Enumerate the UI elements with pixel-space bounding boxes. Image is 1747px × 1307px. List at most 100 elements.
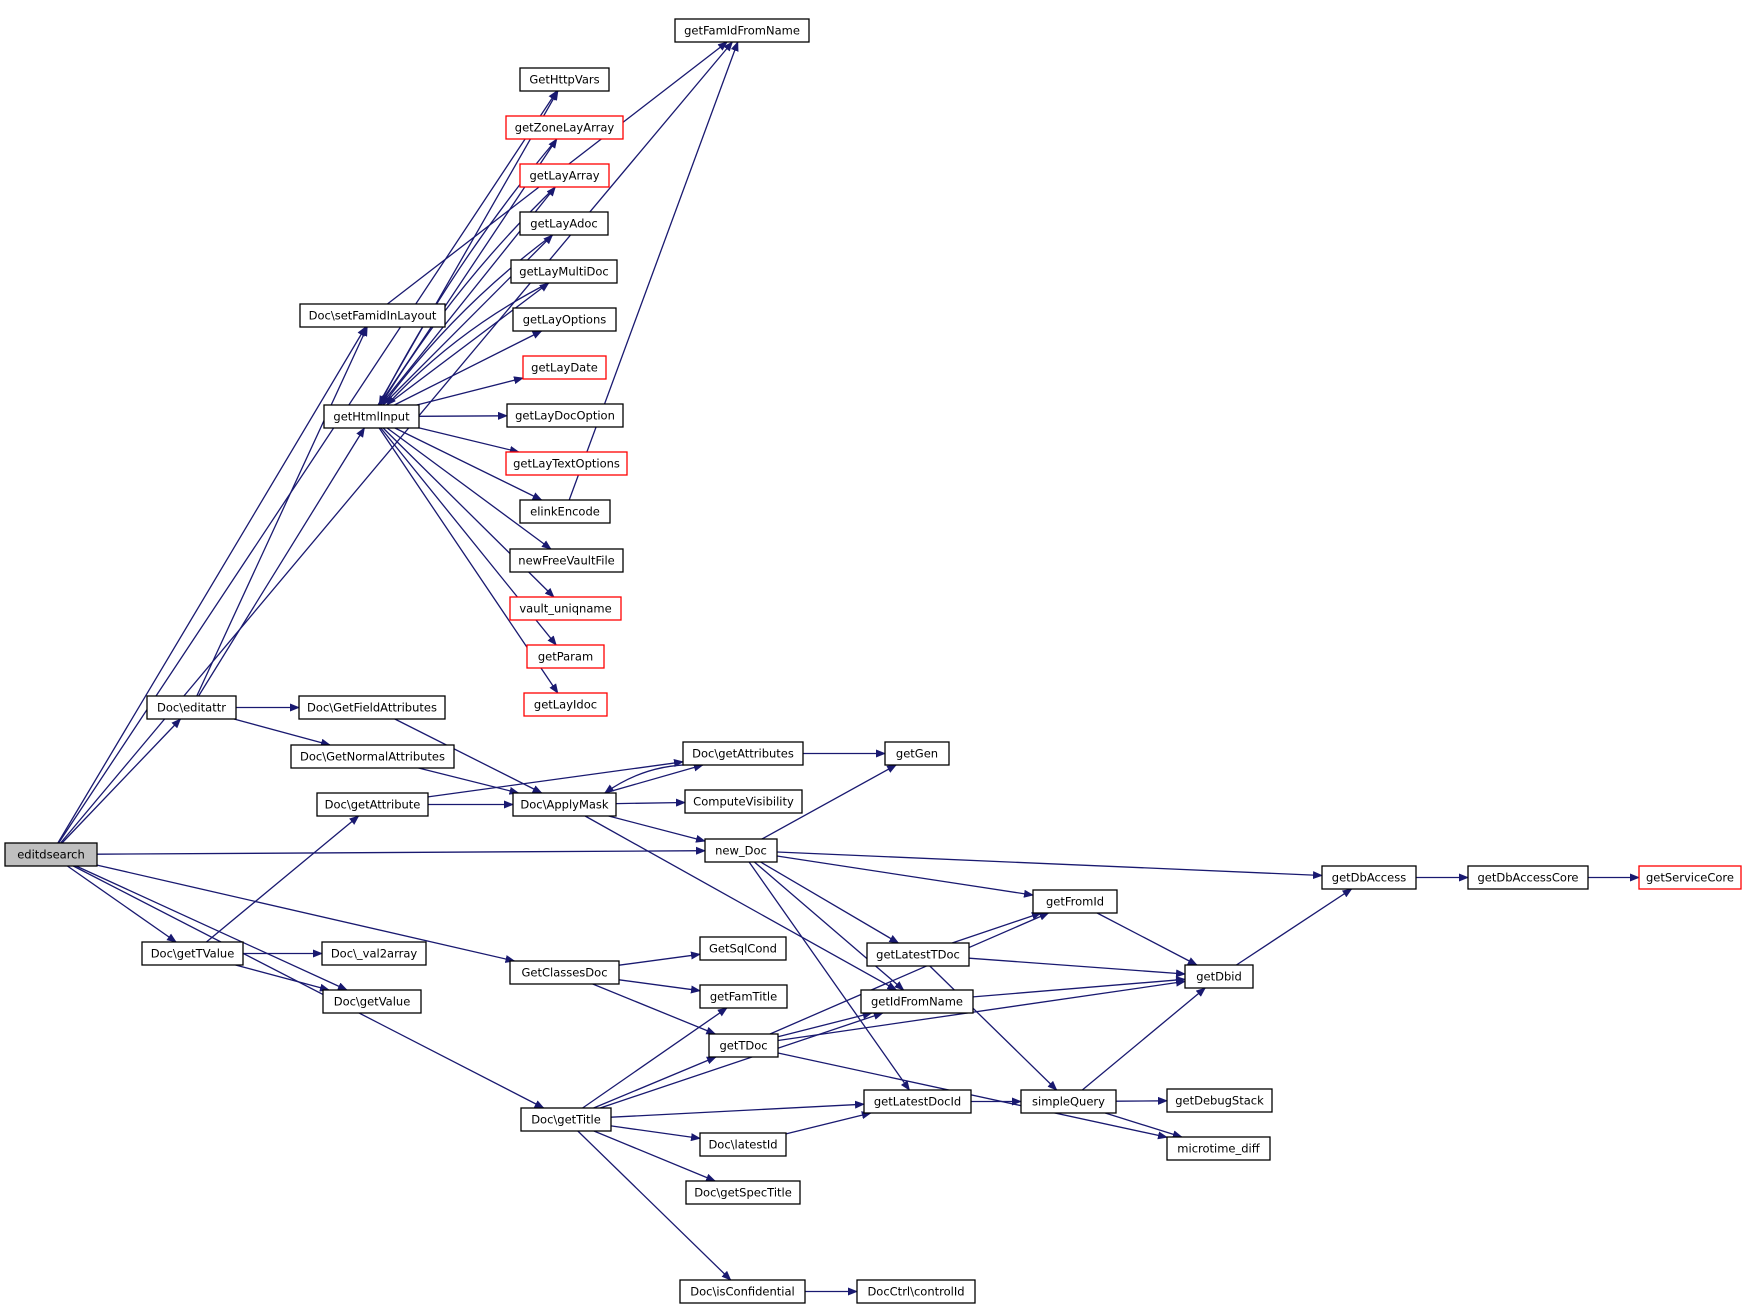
node-box-getValue [322, 989, 422, 1014]
node-getLatestDocId[interactable]: getLatestDocId [863, 1089, 972, 1114]
edge-editdsearch-to-GetClassesDoc [96, 864, 516, 963]
edge-new_Doc-to-getDbAccess [776, 851, 1323, 880]
node-label-getGen: getGen [896, 747, 938, 761]
node-getServiceCore[interactable]: getServiceCore [1638, 865, 1742, 890]
edge-getHtmlInput-to-elinkEncode [394, 427, 543, 501]
node-getTitle[interactable]: Doc\getTitle [520, 1107, 612, 1132]
node-new_Doc[interactable]: new_Doc [704, 838, 778, 863]
node-getDbAccess[interactable]: getDbAccess [1321, 865, 1417, 890]
node-label-setFamidInLayout: Doc\setFamidInLayout [309, 309, 437, 323]
node-box-isConfidential [679, 1279, 806, 1304]
edge-getHtmlInput-to-getLayAdoc [382, 234, 554, 406]
node-label-getZoneLayArray: getZoneLayArray [515, 121, 615, 135]
edge-getFromId-to-getDbid [1096, 912, 1198, 966]
node-label-GetSqlCond: GetSqlCond [709, 942, 777, 956]
node-getLatestTDoc[interactable]: getLatestTDoc [866, 942, 970, 967]
node-getDbid[interactable]: getDbid [1184, 964, 1254, 989]
node-editattr[interactable]: Doc\editattr [146, 695, 237, 720]
node-label-getTValue: Doc\getTValue [151, 947, 235, 961]
edge-getHtmlInput-to-getLayTextOptions [418, 427, 520, 454]
node-label-microtime_diff: microtime_diff [1177, 1142, 1260, 1156]
node-getFromId[interactable]: getFromId [1032, 889, 1118, 914]
node-GetHttpVars[interactable]: GetHttpVars [519, 67, 610, 92]
node-getAttribute[interactable]: Doc\getAttribute [316, 792, 429, 817]
node-microtime_diff[interactable]: microtime_diff [1166, 1136, 1271, 1161]
node-getHtmlInput[interactable]: getHtmlInput [323, 404, 420, 429]
edge-layer [57, 41, 1640, 1296]
node-label-getTitle: Doc\getTitle [531, 1113, 601, 1127]
edge-getTitle-to-latestId [610, 1125, 701, 1142]
node-getDbAccessCore[interactable]: getDbAccessCore [1467, 865, 1589, 890]
node-label-getFamTitle: getFamTitle [710, 990, 777, 1004]
node-getFamTitle[interactable]: getFamTitle [699, 984, 788, 1009]
node-GetFieldAttributes[interactable]: Doc\GetFieldAttributes [298, 695, 446, 720]
node-label-getLatestDocId: getLatestDocId [874, 1095, 961, 1109]
edge-GetClassesDoc-to-GetSqlCond [618, 951, 701, 966]
node-getGen[interactable]: getGen [884, 741, 950, 766]
edge-editdsearch-to-getValue [75, 865, 348, 991]
node-box-GetFieldAttributes [298, 695, 446, 720]
node-vault_uniqname[interactable]: vault_uniqname [509, 596, 622, 621]
node-label-getFromId: getFromId [1046, 895, 1104, 909]
node-label-latestId: Doc\latestId [708, 1138, 777, 1152]
node-newFreeVaultFile[interactable]: newFreeVaultFile [509, 548, 624, 573]
node-getIdFromName[interactable]: getIdFromName [860, 989, 974, 1014]
node-val2array[interactable]: Doc\_val2array [321, 941, 427, 966]
node-box-getServiceCore [1638, 865, 1742, 890]
node-box-latestId [699, 1132, 787, 1157]
node-getValue[interactable]: Doc\getValue [322, 989, 422, 1014]
node-getTValue[interactable]: Doc\getTValue [141, 941, 244, 966]
node-getLayTextOptions[interactable]: getLayTextOptions [505, 451, 628, 476]
node-elinkEncode[interactable]: elinkEncode [519, 499, 611, 524]
node-box-getDebugStack [1166, 1088, 1273, 1113]
edge-GetNormalAttributes-to-ApplyMask [418, 767, 520, 795]
node-getDebugStack[interactable]: getDebugStack [1166, 1088, 1273, 1113]
node-simpleQuery[interactable]: simpleQuery [1020, 1089, 1117, 1114]
edge-getLatestTDoc-to-simpleQuery [929, 965, 1058, 1091]
node-getParam[interactable]: getParam [526, 644, 605, 669]
node-label-GetHttpVars: GetHttpVars [529, 73, 599, 87]
node-getLayDocOption[interactable]: getLayDocOption [506, 403, 624, 428]
node-box-newFreeVaultFile [509, 548, 624, 573]
node-ApplyMask[interactable]: Doc\ApplyMask [512, 792, 617, 817]
node-box-elinkEncode [519, 499, 611, 524]
node-box-ApplyMask [512, 792, 617, 817]
node-box-getGen [884, 741, 950, 766]
node-getLayAdoc[interactable]: getLayAdoc [519, 211, 609, 236]
node-GetClassesDoc[interactable]: GetClassesDoc [509, 960, 620, 985]
edge-getAttribute-to-getAttributes [427, 759, 684, 798]
node-getLayArray[interactable]: getLayArray [519, 163, 610, 188]
node-getTDoc[interactable]: getTDoc [708, 1033, 779, 1058]
node-GetNormalAttributes[interactable]: Doc\GetNormalAttributes [290, 744, 455, 769]
node-box-getLayDate [522, 355, 607, 380]
node-latestId[interactable]: Doc\latestId [699, 1132, 787, 1157]
node-setFamidInLayout[interactable]: Doc\setFamidInLayout [299, 303, 446, 328]
edge-editdsearch-to-getTValue [67, 865, 177, 943]
node-box-getHtmlInput [323, 404, 420, 429]
node-getLayMultiDoc[interactable]: getLayMultiDoc [510, 259, 618, 284]
node-getZoneLayArray[interactable]: getZoneLayArray [505, 115, 624, 140]
node-label-getSpecTitle: Doc\getSpecTitle [694, 1186, 792, 1200]
edge-getTDoc-to-getIdFromName [777, 1011, 873, 1038]
node-box-getTValue [141, 941, 244, 966]
node-box-getLayTextOptions [505, 451, 628, 476]
node-isConfidential[interactable]: Doc\isConfidential [679, 1279, 806, 1304]
edge-latestId-to-getLatestDocId [785, 1111, 872, 1135]
node-label-getLayDate: getLayDate [531, 361, 598, 375]
node-box-getFromId [1032, 889, 1118, 914]
node-box-getLatestDocId [863, 1089, 972, 1114]
edge-getTValue-to-getAttribute [205, 815, 360, 943]
edge-getTitle-to-isConfidential [577, 1130, 732, 1281]
node-getSpecTitle[interactable]: Doc\getSpecTitle [685, 1180, 801, 1205]
node-label-editattr: Doc\editattr [157, 701, 226, 715]
node-getLayDate[interactable]: getLayDate [522, 355, 607, 380]
node-getAttributes[interactable]: Doc\getAttributes [682, 741, 804, 766]
node-getLayIdoc[interactable]: getLayIdoc [523, 692, 608, 717]
node-controlId[interactable]: DocCtrl\controlId [856, 1279, 976, 1304]
node-box-microtime_diff [1166, 1136, 1271, 1161]
node-getLayOptions[interactable]: getLayOptions [512, 307, 617, 332]
node-label-getHtmlInput: getHtmlInput [333, 410, 410, 424]
node-GetSqlCond[interactable]: GetSqlCond [699, 936, 787, 961]
node-ComputeVisibility[interactable]: ComputeVisibility [684, 789, 803, 814]
node-getFamIdFromName[interactable]: getFamIdFromName [674, 18, 810, 43]
